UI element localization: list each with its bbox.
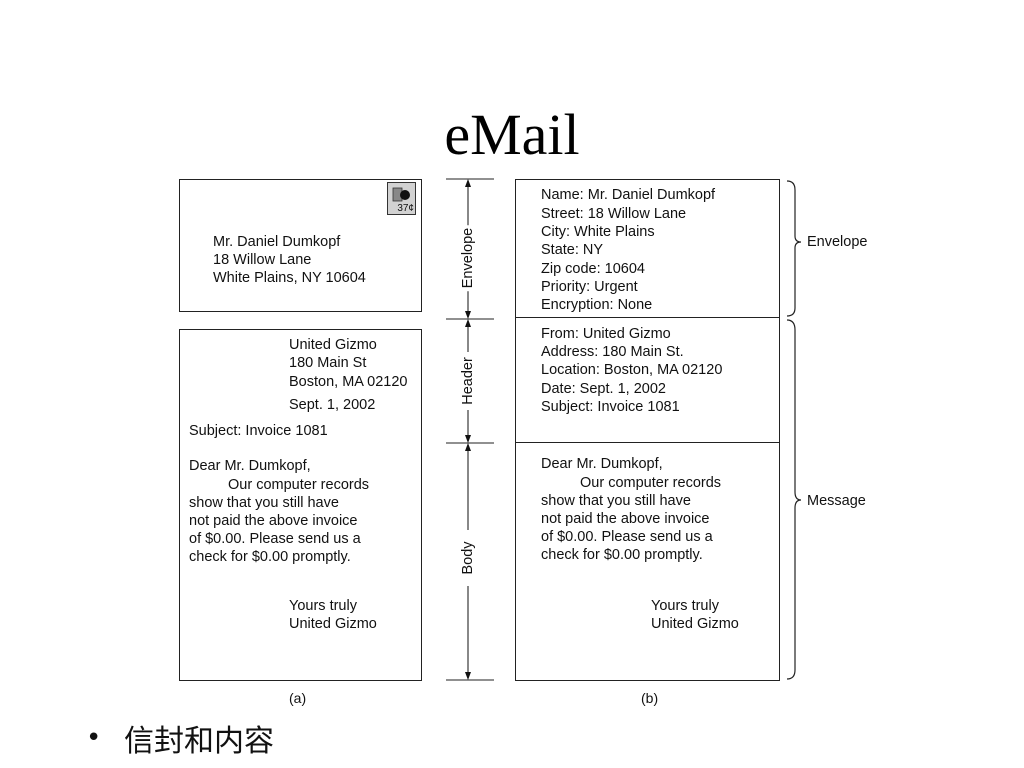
message-brace <box>786 319 802 680</box>
caption-a: (a) <box>289 690 307 706</box>
email-message <box>515 179 780 681</box>
envelope-field: Priority: Urgent <box>541 279 638 295</box>
envelope-field: City: White Plains <box>541 224 655 240</box>
letter-body-line: check for $0.00 promptly. <box>189 549 351 565</box>
bullet-text: 信封和内容 <box>124 724 274 759</box>
message-body-line: of $0.00. Please send us a <box>541 529 713 545</box>
paper-letter <box>179 329 422 681</box>
brace-label-envelope: Envelope <box>807 234 868 250</box>
envelope-field: Street: 18 Willow Lane <box>541 206 687 222</box>
paper-envelope <box>179 179 422 312</box>
envelope-field: Name: Mr. Daniel Dumkopf <box>541 187 716 203</box>
header-field: From: United Gizmo <box>541 326 671 342</box>
envelope-field: Zip code: 10604 <box>541 261 645 277</box>
recipient-name: Mr. Daniel Dumkopf <box>213 234 341 250</box>
envelope-field: State: NY <box>541 242 604 258</box>
message-body-line: show that you still have <box>541 493 691 509</box>
stamp-value: 37¢ <box>397 203 414 214</box>
caption-b: (b) <box>641 690 659 706</box>
message-closing: Yours truly <box>651 598 719 614</box>
letter-body-line: show that you still have <box>189 495 339 511</box>
postage-stamp: 37¢ <box>387 182 416 215</box>
bullet-marker: • <box>86 723 102 753</box>
sender-name: United Gizmo <box>289 337 377 353</box>
brace-label-message: Message <box>807 493 866 509</box>
sender-street: 180 Main St <box>289 355 367 371</box>
message-body-line: not paid the above invoice <box>541 511 710 527</box>
recipient-street: 18 Willow Lane <box>213 252 312 268</box>
letter-body-line: not paid the above invoice <box>189 513 358 529</box>
message-body-line: Our computer records <box>580 475 722 491</box>
letter-closing: Yours truly <box>289 598 357 614</box>
message-body-line: check for $0.00 promptly. <box>541 547 703 563</box>
message-signature: United Gizmo <box>651 616 739 632</box>
slide-title: eMail <box>444 102 580 167</box>
header-field: Subject: Invoice 1081 <box>541 399 680 415</box>
stamp-icon <box>392 187 410 202</box>
header-field: Location: Boston, MA 02120 <box>541 362 723 378</box>
envelope-header-divider <box>515 317 780 318</box>
letter-body-line: of $0.00. Please send us a <box>189 531 361 547</box>
header-field: Date: Sept. 1, 2002 <box>541 381 666 397</box>
sender-city: Boston, MA 02120 <box>289 374 408 390</box>
header-field: Address: 180 Main St. <box>541 344 684 360</box>
letter-greeting: Dear Mr. Dumkopf, <box>189 458 311 474</box>
recipient-city: White Plains, NY 10604 <box>213 270 366 286</box>
envelope-field: Encryption: None <box>541 297 653 313</box>
message-greeting: Dear Mr. Dumkopf, <box>541 456 663 472</box>
letter-signature: United Gizmo <box>289 616 377 632</box>
envelope-brace <box>786 180 802 317</box>
header-body-divider <box>515 442 780 443</box>
letter-date: Sept. 1, 2002 <box>289 397 376 413</box>
bullet-item: • 信封和内容 <box>86 716 274 760</box>
letter-body-line: Our computer records <box>228 477 370 493</box>
letter-subject: Subject: Invoice 1081 <box>189 423 328 439</box>
